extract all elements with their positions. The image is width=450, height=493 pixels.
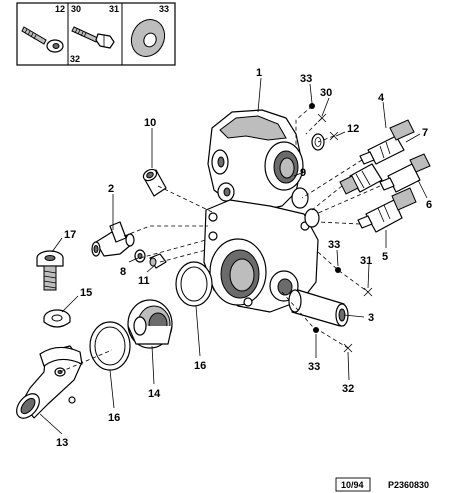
callout-3: 3 [368,312,374,324]
callout-17: 17 [64,229,76,241]
callout-8: 8 [120,266,126,278]
callout-1: 1 [256,67,262,79]
tee-fitting-2 [91,221,135,257]
callout-32: 32 [342,383,354,395]
callout-30: 30 [320,87,332,99]
callout-15: 15 [80,287,92,299]
callout-5: 5 [382,251,388,263]
sensor-7 [339,163,383,195]
callout-6: 6 [426,199,432,211]
legend-bolt-icon [71,26,115,49]
water-outlet-housing [203,109,320,313]
outlet-pipe-3 [288,289,349,327]
callout-33-bottom: 33 [308,361,320,373]
legend-label-30: 30 [71,4,81,14]
elbow-outlet-13 [16,345,83,419]
leader-lines [39,77,428,435]
callout-7: 7 [422,127,428,139]
sensor-6 [379,153,431,193]
callout-33-mid: 33 [328,239,340,251]
callout-14: 14 [148,388,161,400]
washer-15 [43,309,71,328]
callout-10: 10 [144,117,156,129]
assembly-lines [59,105,381,373]
callout-16-right: 16 [194,360,206,372]
callout-13: 13 [56,437,68,449]
date-code: 10/94 [341,480,364,490]
thermostat-14 [127,299,173,349]
o-ring-16-right [175,261,213,307]
fastener-legend: 12 30 31 33 32 [16,2,176,66]
sleeve-10 [142,168,167,197]
sensor-4 [359,119,415,165]
callout-16-left: 16 [108,412,120,424]
bleed-screw-17 [36,250,64,291]
legend-screw-icon [21,26,64,53]
legend-label-33: 33 [159,4,169,14]
plug-11 [149,253,167,269]
callout-12: 12 [347,123,359,135]
callout-9: 9 [300,167,306,179]
sensor-5 [357,187,417,233]
legend-washer-icon [130,19,166,57]
callout-33-top: 33 [300,73,312,85]
legend-label-12: 12 [55,4,65,14]
seal-8 [134,249,146,263]
callout-numbers: 1 2 3 4 5 6 7 8 9 10 11 12 13 14 15 16 1… [56,67,432,449]
callout-4: 4 [378,92,385,104]
figure-ref: P2360830 [388,480,429,490]
callout-31: 31 [360,255,372,267]
callout-2: 2 [108,183,114,195]
legend-label-31: 31 [109,4,119,14]
legend-label-32: 32 [70,54,80,64]
o-ring-16-left [89,321,131,371]
callout-11: 11 [138,275,150,287]
footer: 10/94 P2360830 [335,477,429,492]
